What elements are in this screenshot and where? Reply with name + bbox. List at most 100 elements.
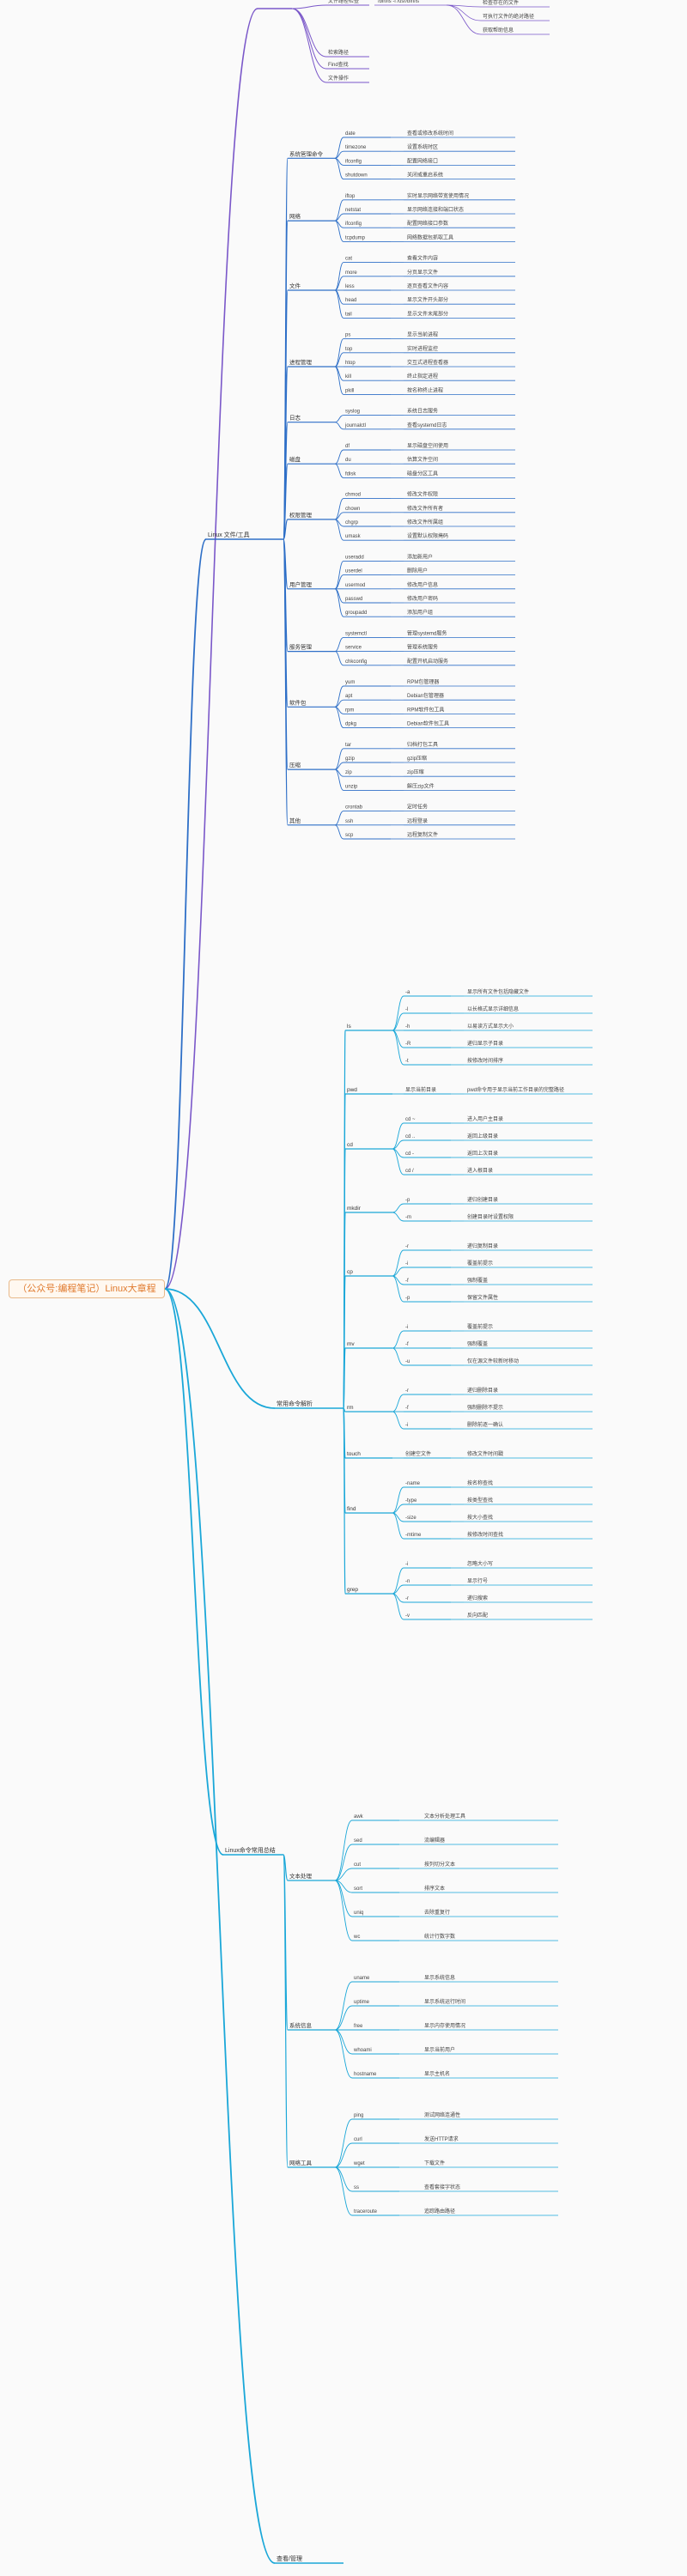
note-label: 配置开机启动服务 — [407, 658, 448, 665]
item-label: -f — [405, 1406, 409, 1411]
note-label: 返回上级目录 — [467, 1133, 498, 1139]
note-label: 排序文本 — [424, 1885, 445, 1892]
item-link — [392, 1512, 404, 1540]
branch-sec4 — [164, 1288, 276, 2564]
item-label: useradd — [345, 555, 364, 560]
note-label: 创建目录时设置权限 — [467, 1213, 514, 1220]
item-link — [392, 995, 404, 1031]
group-label: 软件包 — [289, 698, 307, 706]
group-label: touch — [347, 1451, 361, 1457]
top-fragment-item: 检索路径 — [328, 49, 349, 56]
note-label: 显示文件开头部分 — [407, 296, 448, 303]
top-fragment-link — [291, 8, 327, 83]
group-link — [283, 1854, 289, 2031]
item-label: curl — [354, 2137, 362, 2142]
note-label: 归档打包工具 — [407, 741, 438, 748]
item-label: unzip — [345, 784, 358, 789]
note-label: 终止指定进程 — [407, 373, 438, 380]
item-link — [392, 1593, 404, 1620]
item-label: rpm — [345, 708, 354, 713]
item-label: wc — [353, 1935, 360, 1940]
item-link — [392, 1030, 404, 1048]
item-link — [334, 422, 344, 430]
note-label: 按大小查找 — [467, 1514, 493, 1521]
note-label: 磁盘分区工具 — [407, 470, 438, 477]
note-label: RPM包管理器 — [407, 678, 439, 685]
note-label: RPM软件包工具 — [407, 706, 444, 713]
item-label: tcpdump — [345, 235, 366, 240]
item-label: traceroute — [354, 2209, 378, 2215]
group-link — [343, 1347, 346, 1409]
item-label: chkconfig — [345, 659, 367, 665]
note-label: 按类型查找 — [467, 1497, 493, 1504]
note-label: 管理systemd服务 — [407, 629, 447, 636]
note-label: 测试网络连通性 — [424, 2111, 460, 2118]
item-label: -i — [405, 1261, 408, 1267]
item-link — [334, 2005, 353, 2031]
item-label: htop — [345, 361, 356, 366]
item-link — [334, 574, 344, 590]
note-label: 修改文件所有者 — [407, 505, 443, 512]
item-label: ifconfig — [345, 159, 362, 164]
note-label: 显示文件末尾部分 — [407, 310, 448, 317]
item-label: fdisk — [345, 471, 356, 477]
item-label: scp — [345, 833, 354, 838]
group-link — [283, 1854, 289, 2168]
note-label: 发送HTTP请求 — [424, 2136, 459, 2142]
note-label: 添加新用户 — [407, 553, 433, 560]
note-label: 添加用户组 — [407, 609, 433, 616]
branch-sec1 — [164, 538, 207, 1290]
top-fragment-item: 文件路径检查 — [328, 0, 359, 4]
item-label: -h — [405, 1024, 410, 1030]
item-link — [392, 1347, 404, 1366]
root-node[interactable]: （公众号:编程笔记）Linux大章程 — [9, 1279, 165, 1298]
group-label: mkdir — [347, 1206, 362, 1212]
item-label: cat — [345, 257, 352, 262]
note-label: zip压缩 — [407, 769, 424, 775]
item-link — [334, 2166, 353, 2216]
note-label: 交互式进程查看器 — [407, 359, 448, 366]
item-link — [334, 519, 344, 541]
item-link — [334, 2029, 353, 2055]
note-label: 查看套接字状态 — [424, 2184, 460, 2190]
note-label: 系统日志服务 — [407, 408, 438, 415]
item-link — [392, 1330, 404, 1349]
item-label: -t — [405, 1059, 409, 1064]
note-label: 修改用户密码 — [407, 595, 438, 602]
item-link — [334, 1981, 353, 2031]
item-link — [392, 1122, 404, 1150]
item-link — [334, 366, 344, 395]
item-label: ping — [354, 2113, 363, 2118]
item-label: -R — [405, 1042, 411, 1047]
item-link — [334, 289, 344, 319]
note-label: 以易读方式显示大小 — [467, 1023, 514, 1030]
note-label: 显示系统信息 — [424, 1974, 455, 1981]
item-link — [392, 1394, 404, 1413]
note-label: 强制覆盖 — [467, 1340, 488, 1347]
note-label: 强制覆盖 — [467, 1277, 488, 1284]
group-label: grep — [347, 1587, 358, 1593]
note-label: 递归复制目录 — [467, 1242, 498, 1249]
note-label: 显示磁盘空间使用 — [407, 442, 448, 449]
group-label: cd — [347, 1142, 353, 1148]
note-label: 配置网络接口参数 — [407, 220, 448, 227]
item-link — [392, 1139, 404, 1150]
note-label: 覆盖前提示 — [467, 1260, 493, 1267]
item-label: crontab — [345, 805, 363, 811]
note-label: 修改文件时间戳 — [467, 1450, 503, 1457]
root-node-label: （公众号:编程笔记）Linux大章程 — [17, 1284, 156, 1294]
note-label: 定时任务 — [407, 804, 428, 811]
item-label: -n — [405, 1579, 410, 1584]
item-label: 显示当前目录 — [405, 1086, 436, 1093]
item-link — [334, 276, 344, 291]
item-link — [334, 498, 344, 520]
item-label: gzip — [345, 756, 356, 762]
note-label: 解压zip文件 — [407, 782, 435, 789]
group-label: mv — [347, 1341, 355, 1347]
item-label: free — [354, 2024, 363, 2029]
group-label: 磁盘 — [289, 455, 301, 463]
item-label: uniq — [354, 1911, 363, 1916]
group-link — [283, 1854, 289, 1881]
item-link — [334, 220, 344, 242]
item-link — [392, 1267, 404, 1277]
